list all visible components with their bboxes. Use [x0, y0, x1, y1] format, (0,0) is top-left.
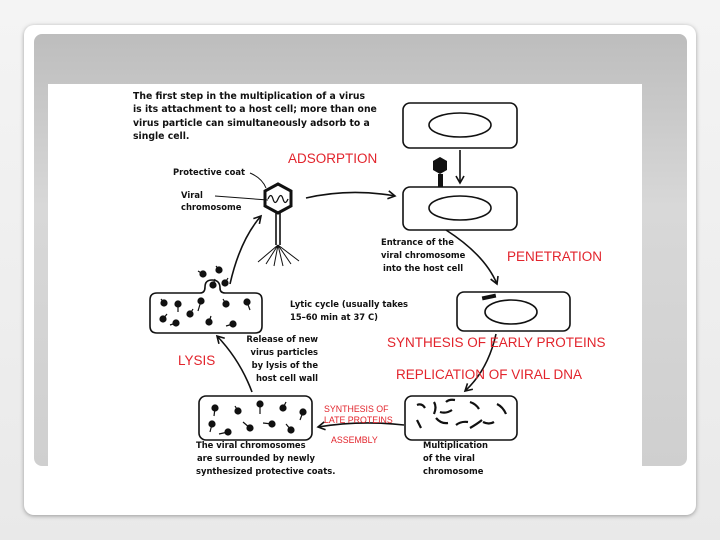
label-release: Release of new virus particles by lysis …: [246, 334, 318, 383]
svg-text:virus particle can simultaneou: virus particle can simultaneously adsorb…: [133, 118, 370, 129]
svg-text:The first step in the multipli: The first step in the multiplication of …: [133, 91, 365, 102]
viral-dna-fragments: [416, 398, 508, 429]
svg-text:Release of new: Release of new: [246, 334, 318, 344]
host-cell-multiplication: [404, 395, 518, 441]
stage-late-proteins: SYNTHESIS OF: [324, 404, 389, 414]
svg-text:is its attachment to a host ce: is its attachment to a host cell; more t…: [133, 104, 377, 115]
bacteriophage-icon: [257, 182, 300, 267]
label-multiplication: Multiplication: [423, 440, 488, 450]
label-lytic-cycle: Lytic cycle (usually takes: [290, 299, 408, 309]
svg-text:viral chromosome: viral chromosome: [381, 250, 466, 260]
arrow-penetration: [445, 229, 499, 286]
host-cell-1: [402, 102, 518, 149]
svg-text:into the host cell: into the host cell: [383, 263, 463, 273]
svg-text:by lysis of the: by lysis of the: [252, 360, 319, 370]
svg-text:virus particles: virus particles: [251, 347, 318, 357]
arrow-replication: [463, 333, 497, 393]
attached-phage-icon: [433, 157, 447, 187]
svg-text:single cell.: single cell.: [133, 131, 189, 142]
stage-early-proteins: SYNTHESIS OF EARLY PROTEINS: [387, 335, 606, 350]
stage-penetration: PENETRATION: [507, 249, 602, 264]
label-coats: The viral chromosomes: [196, 440, 306, 450]
arrow-release: [229, 214, 263, 285]
host-cell-2: [402, 186, 518, 231]
label-entrance: Entrance of the: [381, 237, 454, 247]
lytic-cycle-figure: [48, 84, 642, 484]
arrow-lysis: [215, 334, 253, 393]
stage-lysis: LYSIS: [178, 353, 215, 368]
arrow-assembly: [316, 421, 405, 431]
svg-text:synthesized protective coats.: synthesized protective coats.: [196, 466, 335, 476]
label-chromosome: chromosome: [181, 202, 242, 212]
stage-adsorption: ADSORPTION: [288, 151, 377, 166]
stage-replication: REPLICATION OF VIRAL DNA: [396, 367, 582, 382]
svg-text:host cell wall: host cell wall: [256, 373, 318, 383]
label-protective-coat: Protective coat: [173, 167, 245, 177]
stage-assembly: ASSEMBLY: [331, 435, 378, 445]
intro-text: The first step in the multiplication of …: [133, 91, 377, 142]
svg-text:are surrounded by newly: are surrounded by newly: [197, 453, 315, 463]
arrow-adsorption: [305, 190, 397, 200]
host-cell-3: [456, 291, 571, 332]
svg-text:chromosome: chromosome: [423, 466, 484, 476]
label-viral: Viral: [181, 190, 203, 200]
host-cell-lysis: [149, 279, 263, 334]
host-cell-assembly: [198, 395, 313, 441]
svg-text:LATE PROTEINS: LATE PROTEINS: [324, 415, 393, 425]
svg-text:of the viral: of the viral: [423, 453, 475, 463]
svg-text:15–60 min at 37 C): 15–60 min at 37 C): [290, 312, 378, 322]
